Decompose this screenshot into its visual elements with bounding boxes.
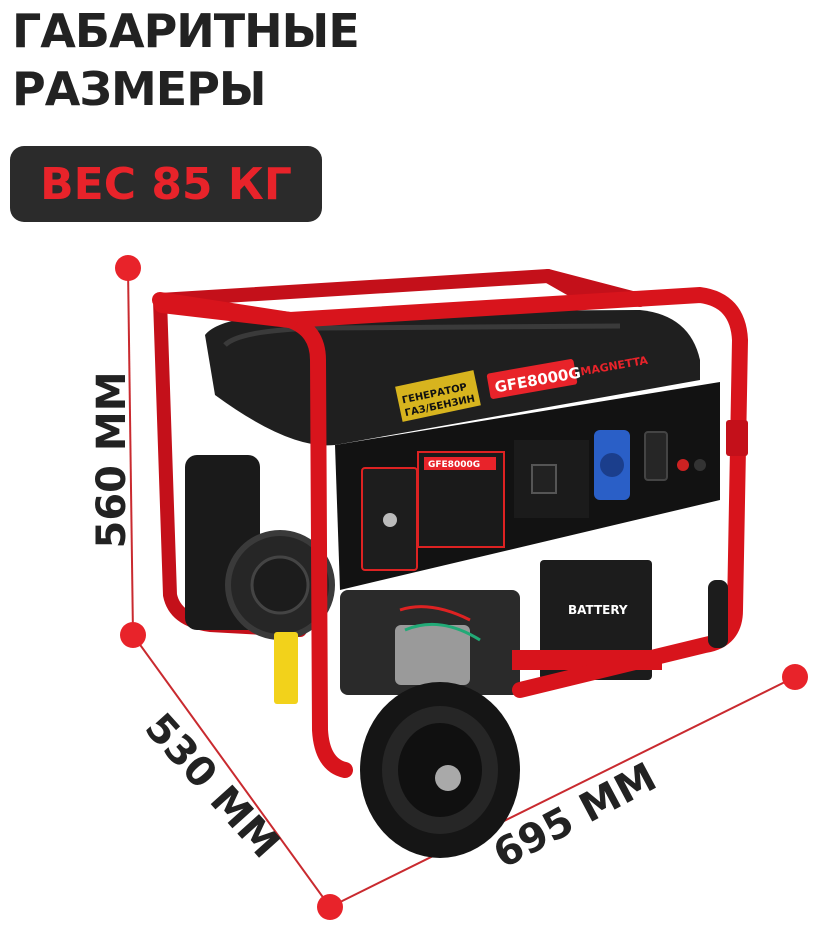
height-dimension-label: 560 ММ	[89, 371, 135, 549]
dimension-lines	[127, 267, 796, 908]
model-plate	[486, 359, 578, 399]
12v-socket	[644, 431, 668, 481]
generator-body: ГЕНЕРАТОР ГАЗ/БЕНЗИН GFE8000G MAGNETTA G…	[205, 310, 720, 590]
engine-block	[185, 455, 520, 704]
wheel	[360, 682, 520, 858]
engine-crankcase	[395, 625, 470, 685]
handle-grip	[708, 580, 728, 648]
depth-dimension-line	[132, 634, 331, 908]
corner-right-point	[782, 664, 808, 690]
lid-sticker	[395, 370, 481, 422]
width-dimension-line	[329, 676, 796, 908]
warning-tag	[274, 632, 298, 704]
corner-bottom-point	[317, 894, 343, 920]
page-title: ГАБАРИТНЫЕ РАЗМЕРЫ	[12, 2, 360, 118]
title-line-1: ГАБАРИТНЫЕ	[12, 4, 360, 58]
weight-label: ВЕС 85 КГ	[40, 158, 292, 210]
spec-sticker-model: GFE8000G	[428, 460, 480, 470]
terminal-positive	[677, 459, 689, 471]
height-dimension-line	[127, 267, 134, 636]
wheel-axle-icon	[435, 765, 461, 791]
height-top-point	[115, 255, 141, 281]
terminal-negative	[694, 459, 706, 471]
handle-bracket	[726, 420, 748, 456]
voltmeter-display	[531, 464, 557, 494]
battery-label: BATTERY	[568, 603, 628, 617]
ignition-key-icon	[383, 513, 397, 527]
corner-left-point	[120, 622, 146, 648]
dimension-points	[115, 255, 808, 920]
title-line-2: РАЗМЕРЫ	[12, 62, 267, 116]
weight-badge: ВЕС 85 КГ	[10, 146, 322, 222]
